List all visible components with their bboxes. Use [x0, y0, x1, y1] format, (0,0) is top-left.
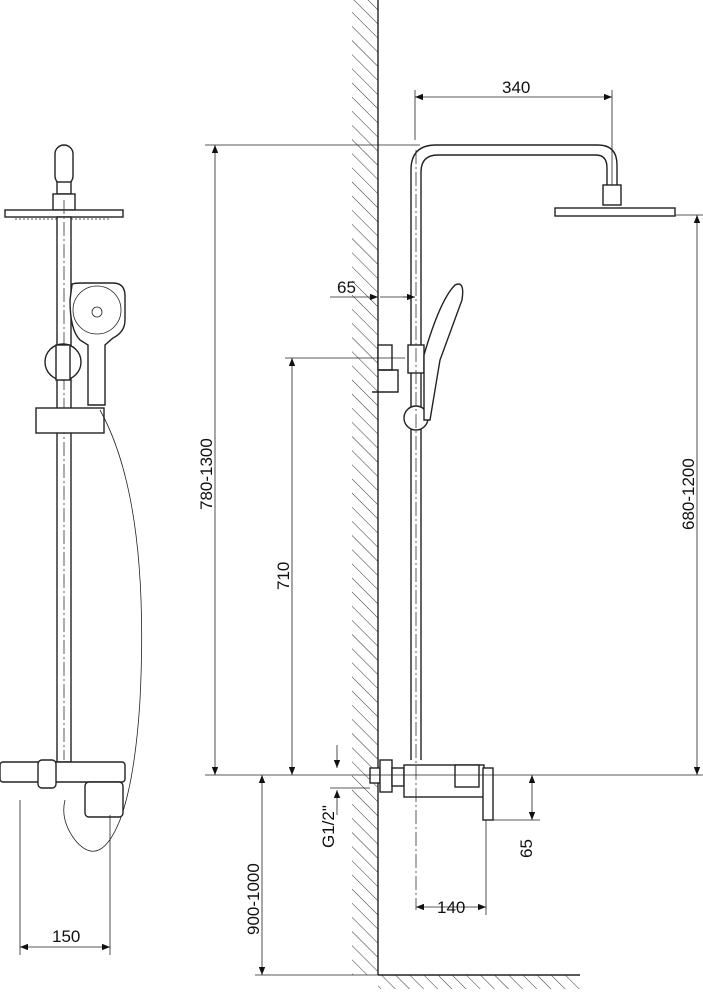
dim-top-arm: 340 [502, 78, 530, 97]
wall [352, 0, 580, 989]
dimension-lines: 340 780-1300 680-1200 710 65 900-1000 G1… [197, 78, 703, 976]
dim-mixer-projection: 140 [437, 898, 465, 917]
dim-mixer-floor-height: 900-1000 [244, 863, 263, 935]
side-view [369, 144, 676, 910]
dim-inlet-thread: G1/2" [319, 805, 338, 848]
dim-mixer-drop: 65 [517, 839, 536, 858]
front-view: 150 [0, 144, 143, 955]
dim-inlet-spacing: 150 [52, 927, 80, 946]
dim-handshower-offset: 65 [337, 278, 356, 297]
dim-holder-height: 710 [274, 562, 293, 590]
dim-head-height: 680-1200 [679, 458, 698, 530]
dim-total-height: 780-1300 [197, 438, 216, 510]
